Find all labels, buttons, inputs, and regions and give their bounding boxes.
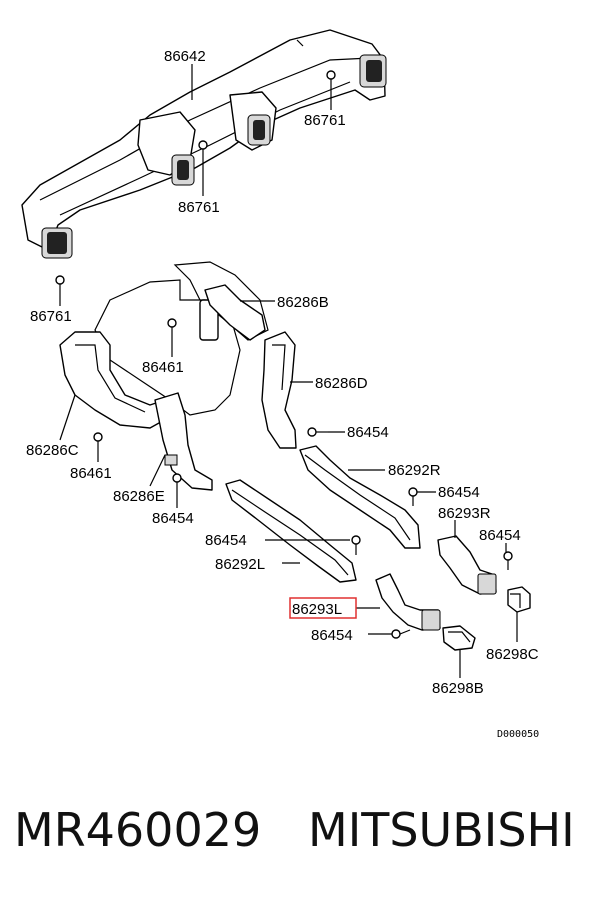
- label-86293L: 86293L: [292, 601, 342, 618]
- duct-86286D: [261, 331, 297, 449]
- screw-86461-a: [167, 318, 177, 337]
- grille-86298B: [442, 625, 476, 651]
- screw-86761-b: [198, 140, 208, 160]
- label-86454-e: 86454: [205, 532, 247, 549]
- label-86286E: 86286E: [113, 488, 165, 505]
- screw-86461-b: [93, 432, 103, 452]
- screw-86454-c: [408, 487, 418, 506]
- duct-86286C: [59, 331, 169, 429]
- screw-86454-d: [351, 535, 361, 555]
- label-86642: 86642: [164, 48, 206, 65]
- screw-86454-b: [172, 473, 182, 492]
- label-86292R: 86292R: [388, 462, 441, 479]
- duct-86286B: [204, 284, 266, 341]
- duct-86292R: [299, 445, 421, 549]
- screw-86454-a: [307, 427, 328, 437]
- label-86286C: 86286C: [26, 442, 79, 459]
- screw-86454-e: [503, 551, 513, 570]
- leader-lines: [59, 64, 518, 678]
- duct-86292L: [225, 479, 357, 583]
- label-86298B: 86298B: [432, 680, 484, 697]
- screw-86761-c: [55, 275, 65, 296]
- highlight-box: [289, 597, 357, 619]
- duct-86293L: [375, 573, 441, 631]
- label-86454-f: 86454: [311, 627, 353, 644]
- label-86286B: 86286B: [277, 294, 329, 311]
- part-number: MR460029: [14, 803, 262, 857]
- label-86454-b: 86454: [152, 510, 194, 527]
- caption: MR460029 MITSUBISHI: [0, 800, 600, 880]
- label-86454-d: 86454: [479, 527, 521, 544]
- label-86761-a: 86761: [304, 112, 346, 129]
- label-86298C: 86298C: [486, 646, 539, 663]
- screw-86761-a: [326, 70, 336, 90]
- brand-name: MITSUBISHI: [308, 803, 575, 857]
- label-86454-a: 86454: [347, 424, 389, 441]
- diagram-code: D000050: [497, 729, 539, 740]
- grille-86298C: [507, 586, 531, 613]
- screw-86454-f: [391, 629, 411, 639]
- label-86761-b: 86761: [178, 199, 220, 216]
- label-86461-a: 86461: [142, 359, 184, 376]
- duct-86293R: [437, 535, 497, 595]
- label-86454-c: 86454: [438, 484, 480, 501]
- label-86293R: 86293R: [438, 505, 491, 522]
- duct-86286E: [154, 392, 213, 491]
- parts-diagram: 86642 86761 86761 86761 86286B 86461 862…: [21, 29, 539, 740]
- label-86292L: 86292L: [215, 556, 265, 573]
- duct-assembly-86642: [21, 29, 387, 259]
- label-86286D: 86286D: [315, 375, 368, 392]
- label-86761-c: 86761: [30, 308, 72, 325]
- label-86461-b: 86461: [70, 465, 112, 482]
